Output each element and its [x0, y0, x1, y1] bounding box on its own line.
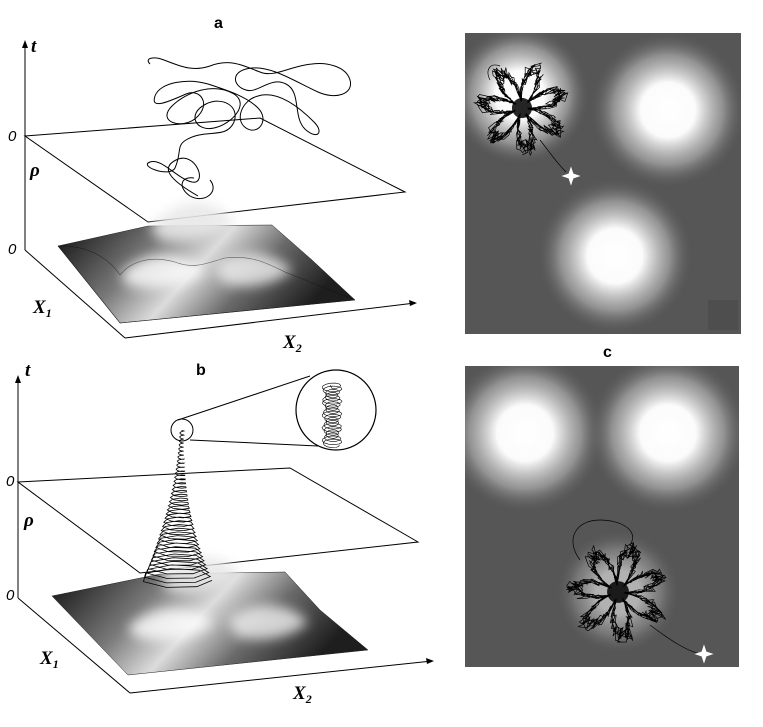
heatmap-a [465, 33, 741, 334]
surface-a [57, 202, 356, 324]
rho-label-a: ρ [29, 160, 40, 181]
x1-axis-label-a: X1 [32, 297, 52, 320]
x2-axis-a [124, 302, 416, 339]
rho-label-b: ρ [23, 510, 34, 531]
zoom-callout-b [170, 369, 377, 451]
zero-label-rho-a: 0 [8, 128, 17, 145]
t-axis-label-a: t [31, 36, 37, 57]
peak-c-1 [465, 366, 605, 513]
panel-b-label: b [196, 362, 206, 379]
x2-axis-arrow-a [409, 300, 417, 306]
x1-axis-b [17, 597, 131, 694]
x1-axis-label-b: X1 [39, 648, 59, 671]
heatmap-c [465, 366, 739, 667]
panel-b: b t 0 0 ρ X1 X2 [6, 360, 434, 706]
panel-a-label: a [214, 15, 223, 32]
panel-a: a t 0 0 ρ X1 X2 [8, 15, 417, 355]
peak-c-2 [588, 366, 739, 513]
t-axis-arrow-b [15, 375, 21, 383]
zero-label-rho-b: 0 [6, 473, 15, 490]
trajectory-c-map [566, 519, 701, 655]
x2-axis-label-b: X2 [292, 683, 312, 706]
t-axis-arrow-a [22, 40, 28, 48]
x2-axis-label-a: X2 [282, 332, 302, 355]
start-marker-c [694, 644, 714, 664]
surface-b [51, 556, 369, 676]
x2-axis-b [129, 660, 433, 694]
trajectory-b [143, 430, 213, 588]
t-axis-label-b: t [25, 360, 31, 381]
trajectory-a [146, 57, 352, 200]
panel-c-label: c [603, 344, 612, 361]
zero-label-base-b: 0 [6, 587, 15, 604]
zero-label-base-a: 0 [8, 241, 17, 258]
peak-a-3 [537, 178, 693, 334]
start-marker-a [561, 166, 581, 186]
x1-axis-a [24, 249, 126, 339]
rho-plane-b [16, 467, 420, 574]
peak-a-2 [590, 33, 741, 188]
trajectory-a-map [473, 62, 569, 173]
x2-axis-arrow-b [426, 658, 434, 664]
